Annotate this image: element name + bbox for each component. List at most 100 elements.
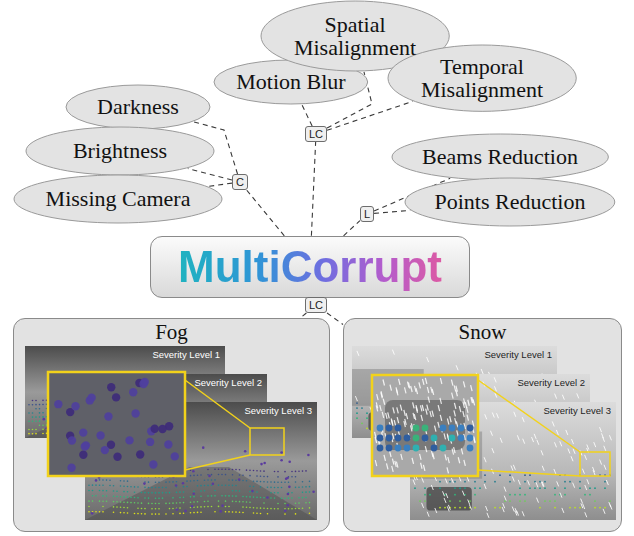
lidar-point (270, 492, 272, 494)
lidar-point (32, 400, 34, 402)
lidar-point (263, 502, 265, 504)
lidar-point (204, 490, 206, 492)
snow-streak (562, 508, 564, 513)
fog-point (129, 388, 137, 396)
lidar-point (232, 485, 234, 487)
snow-streak (522, 511, 524, 516)
lidar-point (221, 484, 223, 486)
lidar-point (207, 506, 209, 508)
zoom-inset (48, 372, 284, 476)
snow-streak (492, 413, 494, 418)
snow-streak (382, 412, 384, 418)
lidar-point (130, 502, 132, 504)
snow-streak (412, 458, 414, 464)
lidar-point (155, 497, 157, 499)
lidar-point (218, 506, 220, 508)
lidar-point (42, 433, 44, 435)
snow-streak (494, 386, 496, 391)
lidar-point (274, 508, 276, 510)
fog-point (284, 509, 287, 512)
snow-streak (513, 465, 515, 470)
lidar-point (158, 487, 160, 489)
lidar-point (474, 507, 476, 509)
lidar-point (155, 481, 157, 483)
lidar-point (295, 487, 297, 489)
lidar-point (113, 485, 115, 487)
lidar-point (281, 487, 283, 489)
lidar-point (190, 480, 192, 482)
lidar-point (120, 480, 122, 482)
lidar-point (239, 501, 241, 503)
lidar-point (172, 513, 174, 515)
snow-streak (603, 437, 605, 442)
lidar-point (377, 445, 384, 452)
lidar-point (263, 470, 265, 472)
fog-point (182, 482, 185, 485)
lidar-point (106, 479, 108, 481)
lidar-point (88, 506, 90, 508)
lidar-point (225, 511, 227, 513)
snow-streak (355, 396, 357, 401)
lidar-point (260, 475, 262, 477)
lidar-point (253, 480, 255, 482)
lidar-point (277, 503, 279, 505)
lidar-point (39, 404, 41, 406)
lidar-point (42, 412, 44, 414)
lidar-point (544, 481, 546, 483)
lidar-point (454, 487, 456, 489)
lidar-point (120, 507, 122, 509)
lidar-point (253, 486, 255, 488)
fog-point (79, 451, 87, 459)
lidar-point (267, 508, 269, 510)
zoom-leader (478, 380, 580, 452)
snow-streak (502, 507, 504, 512)
lidar-point (414, 487, 416, 489)
lidar-point (467, 435, 474, 442)
lidar-point (225, 468, 227, 470)
lidar-point (277, 471, 279, 473)
snow-streak (573, 449, 575, 454)
snow-streak (390, 385, 392, 391)
snow-streak (375, 460, 377, 466)
lidar-point (35, 416, 37, 418)
lidar-point (134, 513, 136, 515)
lidar-point (134, 497, 136, 499)
fog-point (139, 380, 147, 388)
snow-streak (572, 439, 574, 444)
lidar-point (439, 487, 441, 489)
lidar-point (239, 474, 241, 476)
snow-streak (440, 378, 442, 384)
lidar-point (155, 508, 157, 510)
lidar-point (158, 508, 160, 510)
lidar-point (35, 429, 37, 431)
snow-streak (541, 450, 543, 455)
lidar-point (260, 486, 262, 488)
lidar-point (554, 500, 556, 502)
lidar-point (137, 513, 139, 515)
snow-streak (392, 350, 394, 355)
snow-streak (415, 386, 417, 392)
lidar-point (377, 435, 384, 442)
lidar-point (113, 506, 115, 508)
lidar-point (99, 511, 101, 513)
snow-streak (469, 505, 471, 510)
lidar-point (113, 511, 115, 513)
lidar-point (42, 429, 44, 431)
snow-streak (536, 498, 538, 503)
snow-streak (528, 480, 530, 485)
snow-streak (447, 418, 449, 424)
lidar-point (302, 470, 304, 472)
lidar-point (288, 508, 290, 510)
lidar-point (267, 513, 269, 515)
lidar-point (165, 503, 167, 505)
lidar-point (148, 481, 150, 483)
snow-streak (438, 422, 440, 428)
snow-streak (467, 415, 469, 421)
lidar-point (232, 490, 234, 492)
lidar-point (99, 484, 101, 486)
lidar-point (267, 486, 269, 488)
lidar-point (151, 487, 153, 489)
lidar-point (295, 476, 297, 478)
snow-streak (523, 439, 525, 444)
lidar-point (35, 400, 37, 402)
